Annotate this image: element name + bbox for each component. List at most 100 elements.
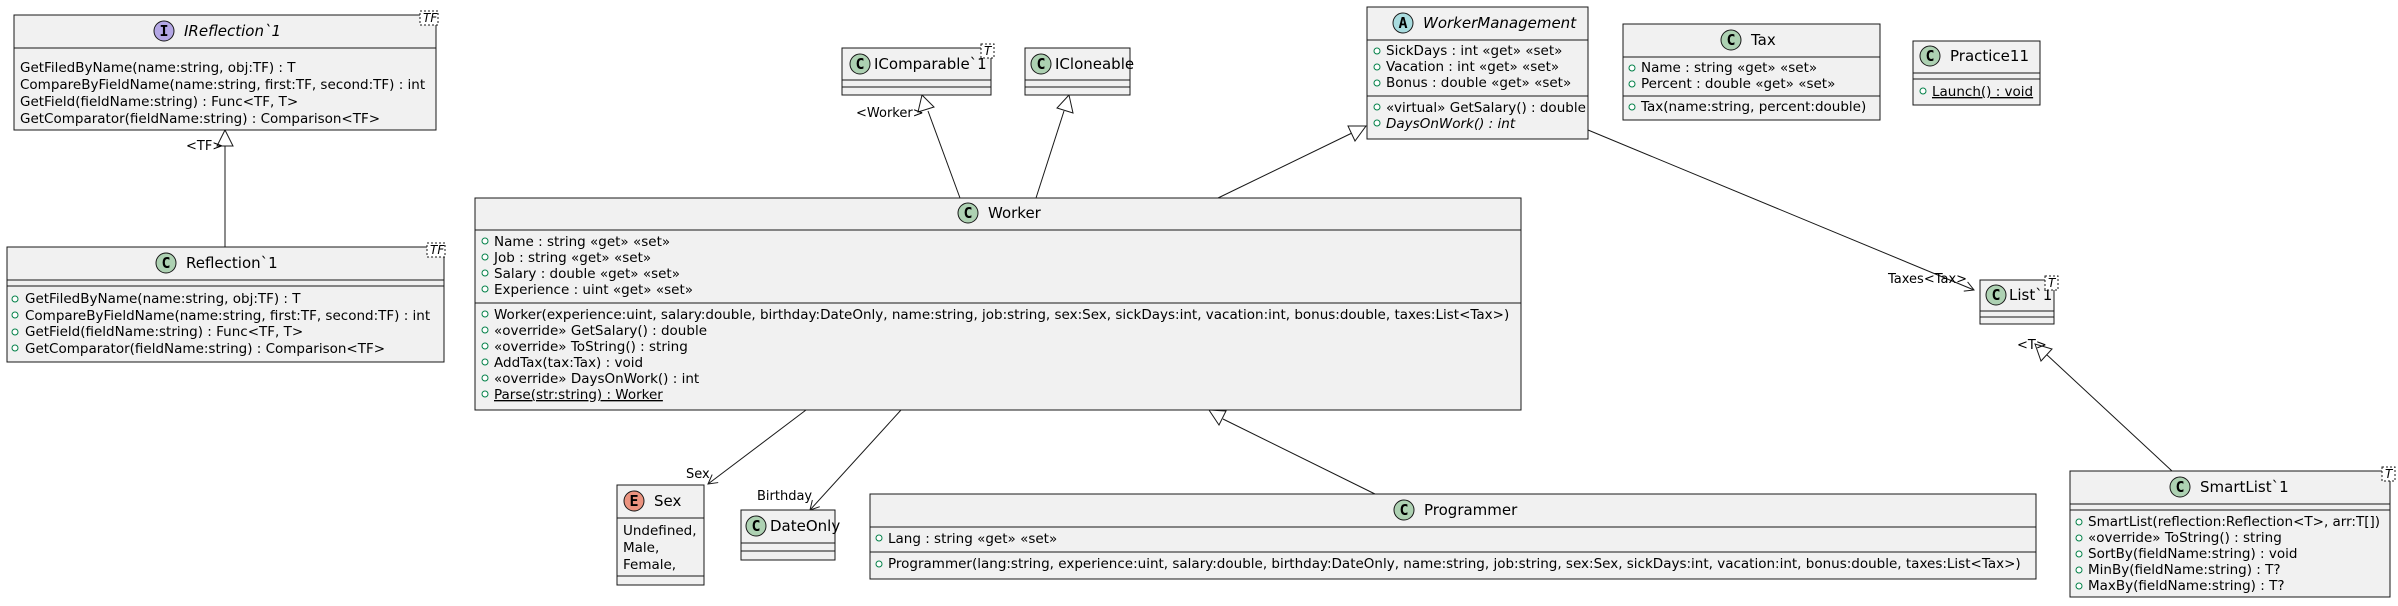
method: MaxBy(fieldName:string) : T? (2088, 578, 2285, 594)
public-icon (1373, 63, 1381, 71)
public-icon (1373, 119, 1381, 127)
method: Programmer(lang:string, experience:uint,… (888, 556, 2021, 572)
member: CompareByFieldName(name:string, first:TF… (25, 308, 430, 324)
public-icon (1628, 64, 1636, 72)
class-marker-icon (849, 53, 871, 75)
method: «override» GetSalary() : double (494, 323, 707, 339)
class-name: IReflection`1 (184, 22, 281, 40)
field: Bonus : double «get» «set» (1386, 75, 1571, 91)
field: SickDays : int «get» «set» (1386, 43, 1562, 59)
class-smartlist[interactable]: C SmartList`1 T SmartList(reflection:Ref… (2069, 466, 2396, 598)
edge-reflection-implements-ireflection: <TF> (186, 128, 234, 247)
enum-marker-icon (623, 490, 645, 512)
public-icon (1628, 103, 1636, 111)
edge-smartlist-extends-list: <T> (2017, 338, 2173, 472)
class-name: IComparable`1 (874, 55, 987, 73)
class-name: List`1 (2009, 286, 2052, 304)
marker-letter: C (1726, 31, 1735, 49)
public-icon (1373, 79, 1381, 87)
edge-label-sex: Sex (686, 467, 710, 482)
public-icon (481, 326, 489, 334)
class-name: SmartList`1 (2200, 478, 2289, 496)
method: «virtual» GetSalary() : double (1386, 100, 1586, 116)
marker-letter: I (159, 22, 168, 40)
field: Name : string «get» «set» (1641, 60, 1817, 76)
marker-letter: C (855, 55, 864, 73)
marker-letter: C (161, 254, 170, 272)
public-icon (481, 285, 489, 293)
field: Percent : double «get» «set» (1641, 76, 1835, 92)
class-tax[interactable]: C Tax Name : string «get» «set» Percent … (1622, 23, 1881, 121)
class-marker-icon (745, 515, 767, 537)
method: «override» ToString() : string (494, 339, 688, 355)
public-icon (11, 328, 19, 336)
method: AddTax(tax:Tax) : void (494, 355, 643, 371)
class-marker-icon (2169, 476, 2191, 498)
type-parameter: T (2385, 467, 2394, 481)
class-workermanagement[interactable]: A WorkerManagement SickDays : int «get» … (1366, 6, 1589, 140)
marker-letter: C (1991, 286, 2000, 304)
edge-label-tf: <TF> (186, 139, 223, 154)
class-icomparable[interactable]: C IComparable`1 T (841, 43, 995, 96)
edge-worker-extends-workermanagement (1217, 125, 1367, 199)
marker-letter: A (1398, 14, 1407, 32)
edge-worker-birthday-dateonly: Birthday (757, 409, 902, 511)
class-icloneable[interactable]: C ICloneable (1024, 47, 1134, 96)
class-name: Reflection`1 (186, 254, 278, 272)
method: DaysOnWork() : int (1386, 116, 1516, 132)
public-icon (1919, 87, 1927, 95)
public-icon (2075, 566, 2083, 574)
public-icon (2075, 518, 2083, 526)
member: GetField(fieldName:string) : Func<TF, T> (25, 324, 303, 340)
public-icon (481, 358, 489, 366)
edge-worker-implements-icloneable (1035, 93, 1074, 199)
marker-letter: C (2175, 478, 2184, 496)
enum-value: Female, (623, 557, 676, 573)
member: GetFiledByName(name:string, obj:TF) : T (25, 291, 301, 307)
class-ireflection[interactable]: I IReflection`1 TF GetFiledByName(name:s… (13, 10, 439, 131)
method: «override» DaysOnWork() : int (494, 371, 699, 387)
public-icon (481, 253, 489, 261)
class-practice11[interactable]: C Practice11 Launch() : void (1912, 40, 2041, 106)
edge-label-worker-generic: <Worker> (856, 106, 924, 121)
public-icon (2075, 550, 2083, 558)
class-marker-icon (1985, 284, 2007, 306)
edge-workermanagement-taxes-list: Taxes<Tax> (1587, 129, 1975, 292)
marker-letter: C (963, 204, 972, 222)
edge-worker-implements-icomparable: <Worker> (856, 94, 961, 199)
class-worker[interactable]: C Worker Name : string «get» «set» Job :… (474, 197, 1522, 411)
field: Job : string «get» «set» (493, 250, 651, 266)
marker-letter: E (629, 492, 638, 510)
enum-sex[interactable]: E Sex Undefined, Male, Female, (616, 484, 705, 586)
type-parameter: TF (430, 243, 445, 257)
enum-value: Undefined, (623, 523, 697, 539)
member: GetComparator(fieldName:string) : Compar… (20, 111, 380, 127)
class-marker-icon (1393, 499, 1415, 521)
marker-letter: C (751, 517, 760, 535)
public-icon (481, 342, 489, 350)
method: Tax(name:string, percent:double) (1640, 99, 1866, 115)
class-name: Tax (1750, 31, 1776, 49)
member: CompareByFieldName(name:string, first:TF… (20, 77, 425, 93)
public-icon (481, 237, 489, 245)
class-reflection[interactable]: C Reflection`1 TF GetFiledByName(name:st… (6, 242, 446, 363)
member: GetComparator(fieldName:string) : Compar… (25, 341, 385, 357)
class-marker-icon (1720, 29, 1742, 51)
class-list[interactable]: C List`1 T (1979, 275, 2059, 325)
marker-letter: C (1036, 55, 1045, 73)
class-name: WorkerManagement (1423, 14, 1577, 32)
public-icon (481, 374, 489, 382)
field: Vacation : int «get» «set» (1386, 59, 1559, 75)
class-dateonly[interactable]: C DateOnly (740, 509, 840, 561)
method: MinBy(fieldName:string) : T? (2088, 562, 2281, 578)
class-name: Worker (988, 204, 1042, 222)
public-icon (481, 310, 489, 318)
edge-label-taxes: Taxes<Tax> (1887, 272, 1967, 287)
field: Name : string «get» «set» (494, 234, 670, 250)
class-programmer[interactable]: C Programmer Lang : string «get» «set» P… (869, 493, 2037, 580)
class-name: Programmer (1424, 501, 1518, 519)
public-icon (875, 534, 883, 542)
public-icon (875, 560, 883, 568)
edge-label-t: <T> (2017, 338, 2047, 353)
class-marker-icon (1919, 45, 1941, 67)
